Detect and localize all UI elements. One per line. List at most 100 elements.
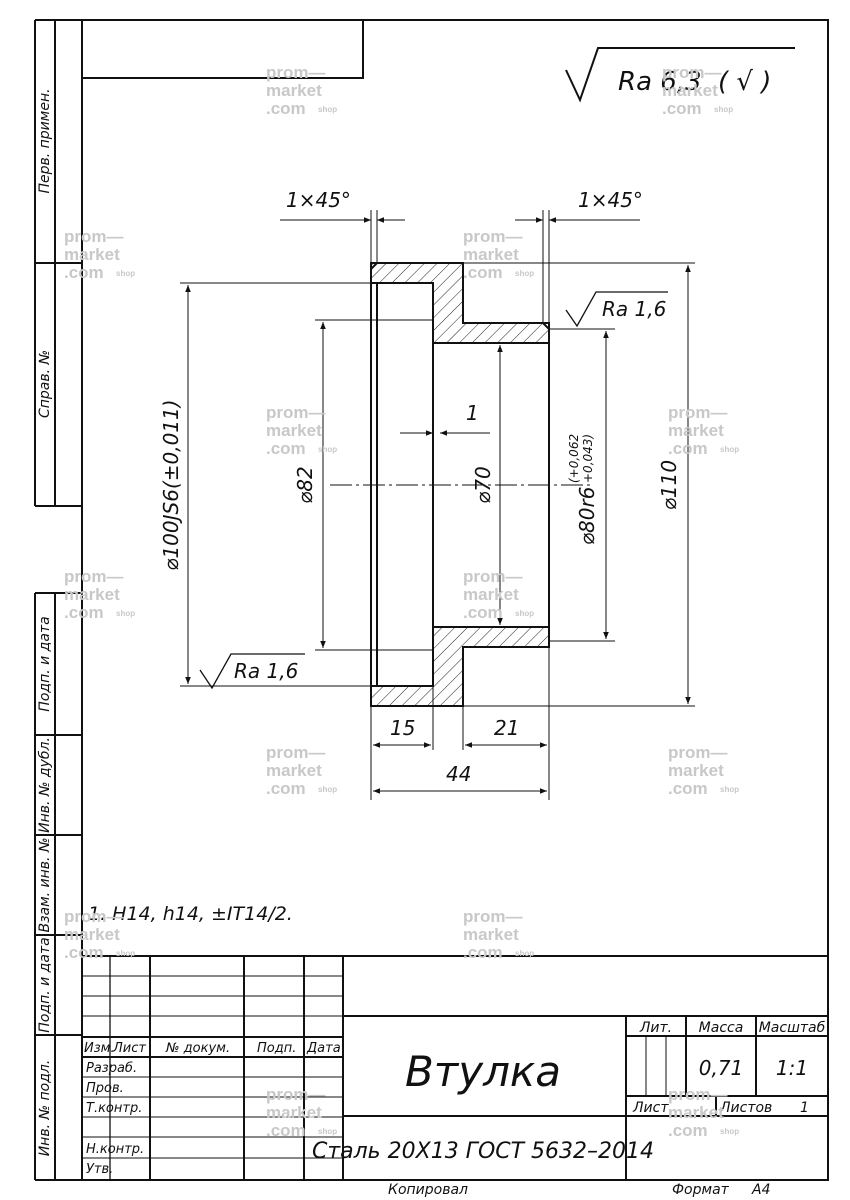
svg-text:.com: .com — [463, 603, 503, 622]
svg-text:shop: shop — [515, 609, 534, 618]
lit-label: Лит. — [639, 1020, 672, 1036]
svg-text:shop: shop — [714, 105, 733, 114]
roughness-marks: Ra 1,6 Ra 1,6 — [199, 291, 668, 690]
svg-text:.com: .com — [668, 779, 708, 798]
svg-text:shop: shop — [116, 609, 135, 618]
col-data: Дата — [306, 1041, 341, 1056]
list-label: Лист — [632, 1100, 669, 1116]
watermark-logo: prom—market.com shop — [64, 907, 135, 962]
svg-text:shop: shop — [515, 269, 534, 278]
svg-text:prom—: prom— — [266, 403, 326, 422]
footer-format-value: A4 — [751, 1182, 770, 1198]
role-prov: Пров. — [86, 1081, 124, 1096]
svg-text:market: market — [668, 761, 724, 780]
watermark-logo: prom—market.com shop — [266, 743, 337, 798]
svg-text:.com: .com — [463, 943, 503, 962]
masshtab-value: 1:1 — [776, 1056, 808, 1080]
dim-len-44: 44 — [446, 762, 471, 786]
svg-text:shop: shop — [720, 445, 739, 454]
watermark-logo: prom—market.com shop — [266, 1085, 337, 1140]
svg-text:shop: shop — [515, 949, 534, 958]
label-podp-data-1: Подп. и дата — [37, 616, 53, 711]
svg-text:prom—: prom— — [668, 743, 728, 762]
watermark-logo: prom—market.com shop — [266, 63, 337, 118]
svg-text:.com: .com — [266, 779, 306, 798]
svg-text:prom—: prom— — [668, 1085, 728, 1104]
roughness-general: Ra 6,3 ( √ ) — [565, 47, 795, 103]
svg-text:market: market — [64, 245, 120, 264]
svg-text:prom—: prom— — [266, 1085, 326, 1104]
dimensions — [180, 210, 695, 800]
dim-step-1: 1 — [466, 401, 479, 425]
svg-text:shop: shop — [318, 1127, 337, 1136]
svg-text:.com: .com — [266, 439, 306, 458]
roughness-outer-value: Ra 1,6 — [234, 659, 298, 683]
watermark-logo: prom—market.com shop — [463, 227, 534, 282]
svg-text:market: market — [463, 245, 519, 264]
svg-text:market: market — [266, 1103, 322, 1122]
svg-text:prom—: prom— — [266, 63, 326, 82]
watermark-logo: prom—market.com shop — [668, 743, 739, 798]
svg-text:market: market — [266, 81, 322, 100]
title-block-text: Изм. Лист № докум. Подп. Дата Разраб. Пр… — [84, 1020, 826, 1177]
section-wall-lower — [370, 626, 550, 707]
svg-text:shop: shop — [720, 785, 739, 794]
svg-text:.com: .com — [64, 943, 104, 962]
col-list: Лист — [112, 1041, 146, 1056]
col-doc-no: № докум. — [165, 1041, 230, 1056]
svg-text:prom—: prom— — [463, 567, 523, 586]
label-inv-dubl: Инв. № дубл. — [37, 737, 53, 833]
svg-text:.com: .com — [64, 603, 104, 622]
dim-d80-lower: +0,043) — [581, 434, 595, 483]
svg-text:market: market — [64, 925, 120, 944]
listov-label: Листов — [719, 1100, 772, 1116]
watermark-logo: prom—market.com shop — [463, 567, 534, 622]
svg-text:shop: shop — [116, 949, 135, 958]
svg-text:.com: .com — [266, 1121, 306, 1140]
svg-text:.com: .com — [662, 99, 702, 118]
svg-text:prom—: prom— — [463, 227, 523, 246]
svg-text:market: market — [668, 421, 724, 440]
svg-text:prom—: prom— — [266, 743, 326, 762]
roughness-general-value: Ra 6,3 — [618, 67, 702, 97]
svg-text:market: market — [662, 81, 718, 100]
role-utv: Утв. — [86, 1162, 113, 1177]
part-material: Сталь 20Х13 ГОСТ 5632–2014 — [312, 1139, 654, 1164]
svg-text:shop: shop — [318, 445, 337, 454]
svg-text:.com: .com — [463, 263, 503, 282]
svg-text:prom—: prom— — [463, 907, 523, 926]
label-inv-podl: Инв. № подл. — [37, 1060, 53, 1157]
listov-value: 1 — [800, 1100, 809, 1116]
svg-text:shop: shop — [318, 785, 337, 794]
tolerance-note: 1. H14, h14, ±IT14/2. — [88, 903, 293, 925]
dim-d82: ⌀82 — [293, 466, 317, 504]
svg-text:market: market — [463, 585, 519, 604]
drawing-frame — [34, 19, 829, 1181]
footer-kopiroval: Копировал — [388, 1182, 468, 1198]
svg-text:market: market — [668, 1103, 724, 1122]
svg-text:.com: .com — [266, 99, 306, 118]
dim-d80-upper: (+0,062 — [567, 434, 581, 483]
svg-text:prom—: prom— — [64, 907, 124, 926]
masshtab-label: Масштаб — [759, 1020, 826, 1036]
svg-text:prom—: prom— — [668, 403, 728, 422]
svg-text:shop: shop — [318, 105, 337, 114]
dimension-labels: 1×45° 1×45° ⌀110 ⌀100JS6(±0,011) ⌀82 ⌀70… — [159, 188, 681, 786]
label-sprav-no: Справ. № — [37, 350, 53, 418]
role-t-kontr: Т.контр. — [86, 1101, 142, 1116]
label-vzam-inv: Взам. инв. № — [37, 837, 53, 932]
col-izm: Изм. — [84, 1041, 115, 1056]
dim-d100-fit: ⌀100JS6(±0,011) — [159, 399, 183, 570]
watermark-logo: prom—market.com shop — [463, 907, 534, 962]
dim-len-15: 15 — [390, 716, 415, 740]
svg-text:market: market — [266, 761, 322, 780]
svg-text:market: market — [463, 925, 519, 944]
title-block — [82, 955, 828, 1180]
part-section — [330, 262, 590, 707]
